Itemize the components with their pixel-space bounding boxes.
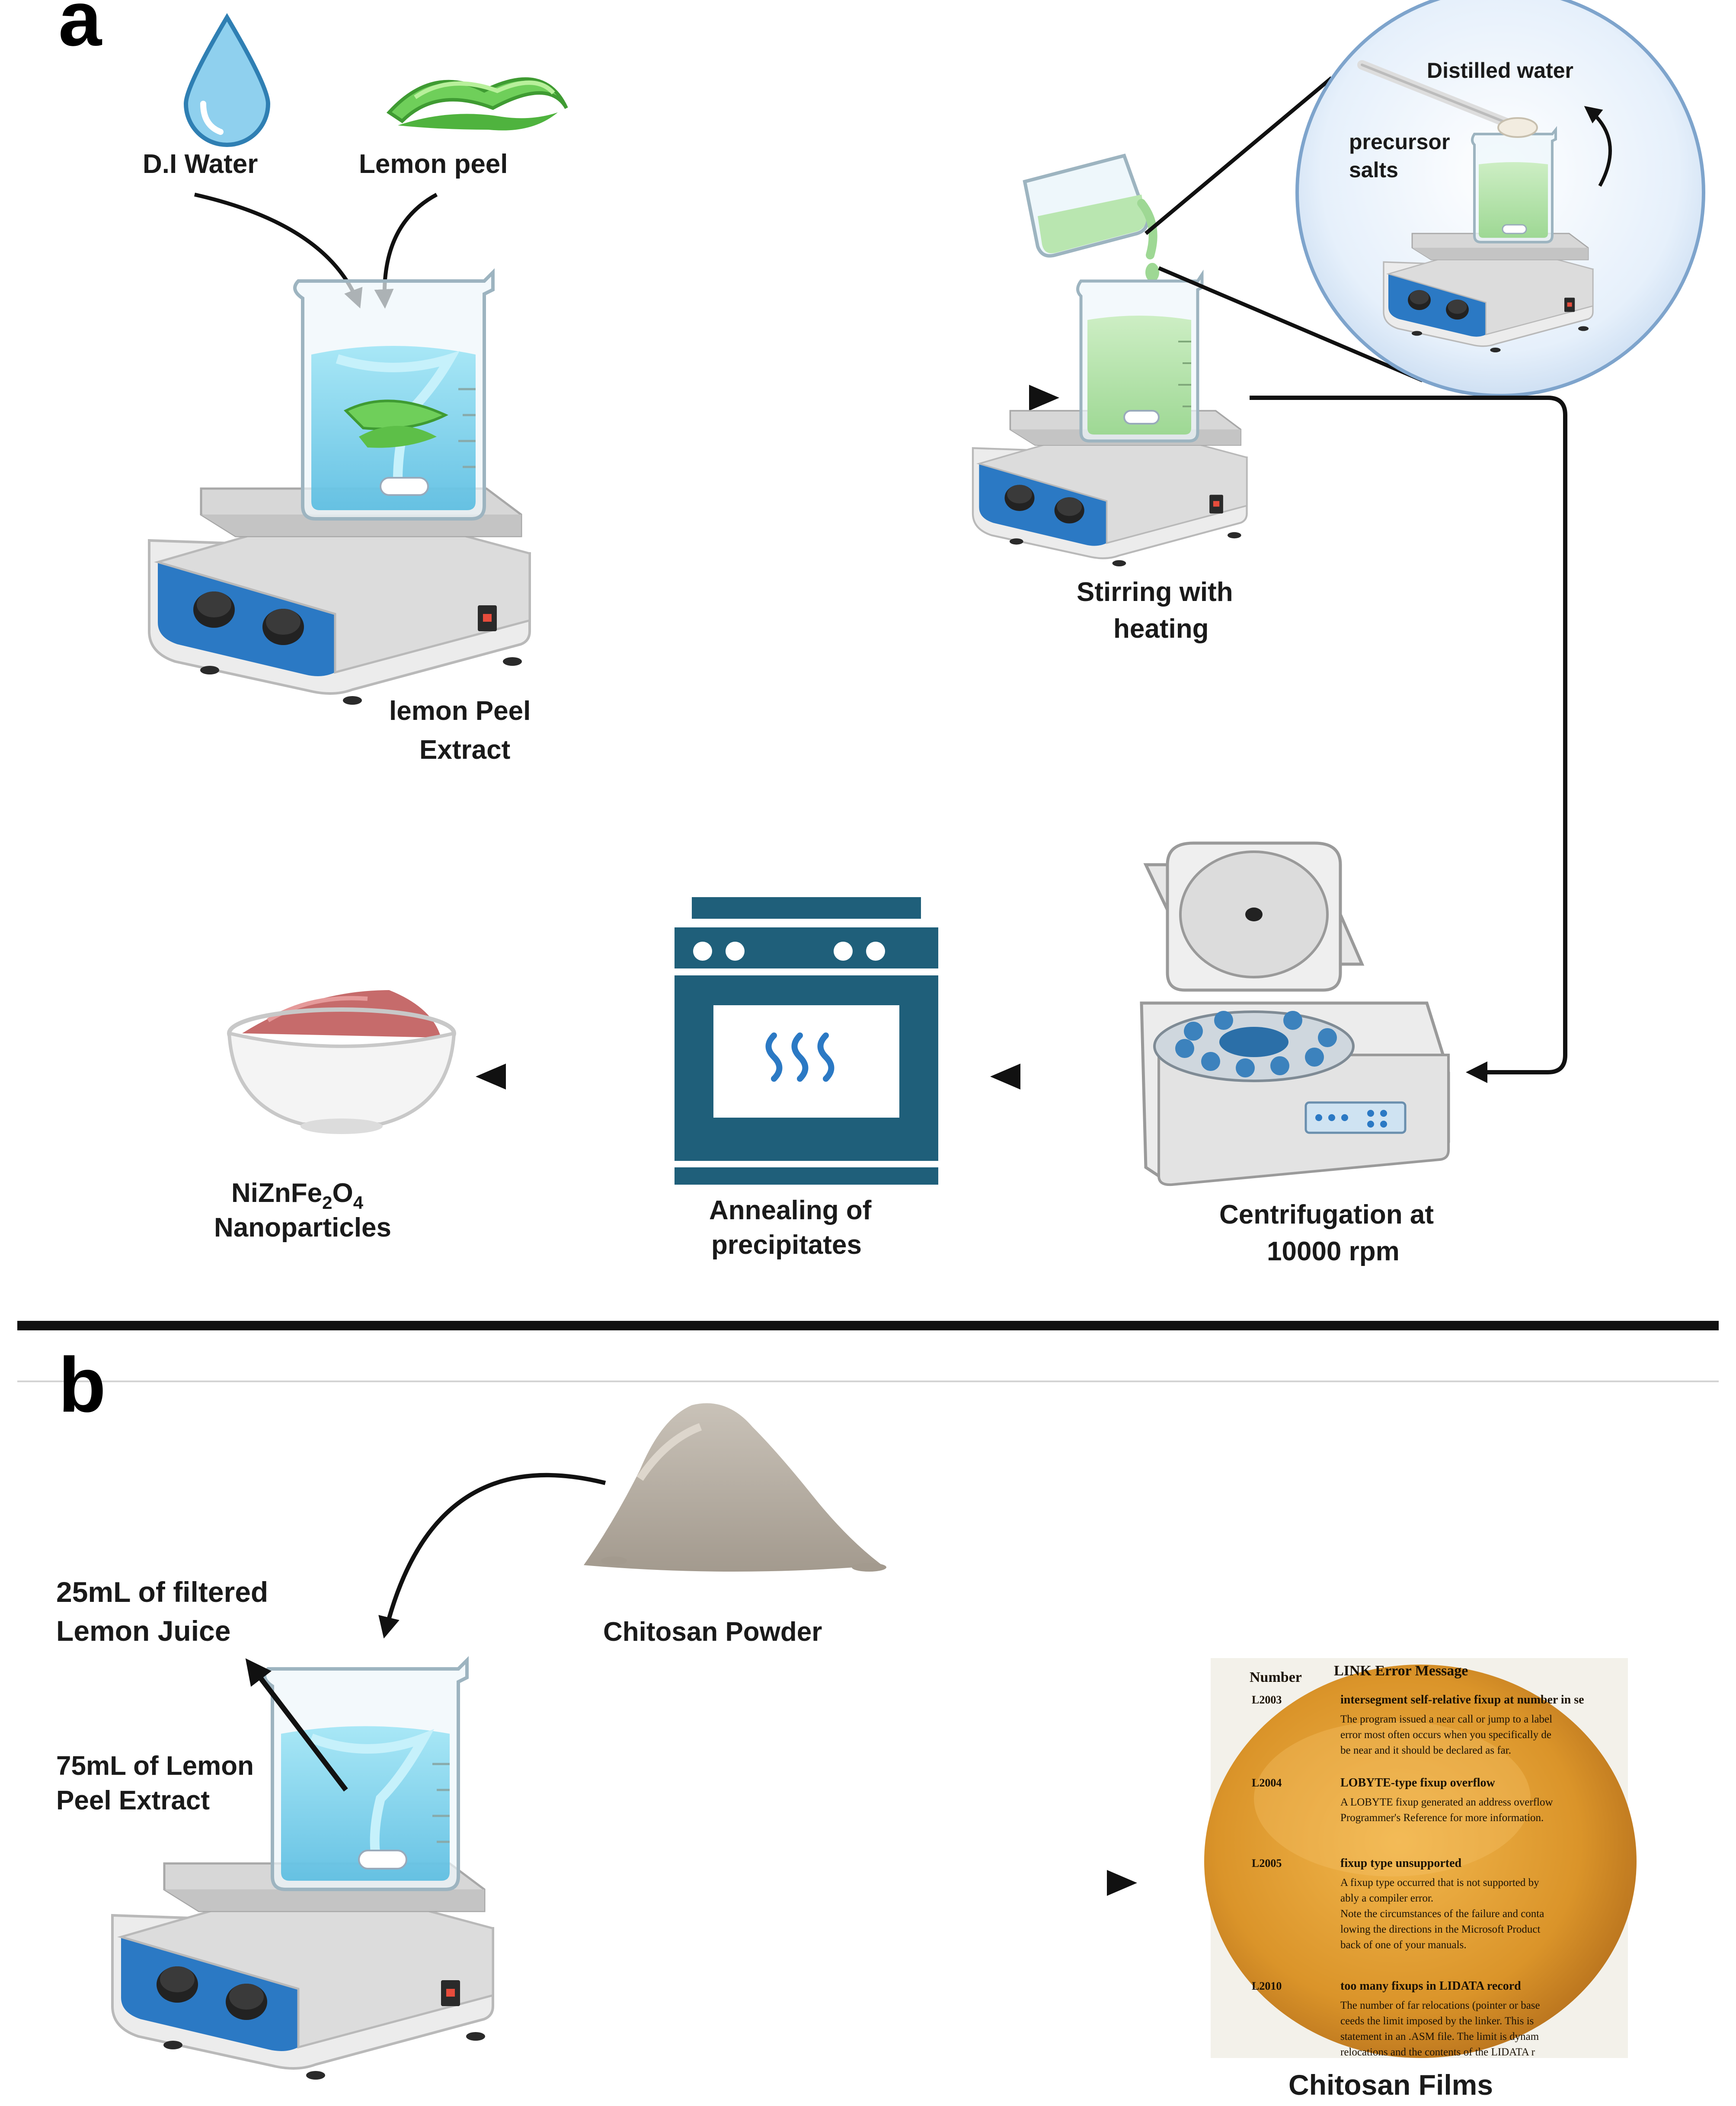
zoom-line-lower (1158, 266, 1423, 383)
photo-entry-line: be near and it should be declared as far… (1340, 1745, 1511, 1756)
extract-b-label-line1: 75mL of Lemon (56, 1751, 254, 1781)
photo-entry-line: relocations and the contents of the LIDA… (1340, 2046, 1535, 2058)
beaker-lemon-extract (293, 268, 495, 521)
photo-entry-line: The number of far relocations (pointer o… (1340, 2000, 1540, 2011)
panel-a-letter: a (58, 0, 102, 62)
oven-icon (675, 897, 938, 1185)
photo-entry-line: ceeds the limit imposed by the linker. T… (1340, 2015, 1534, 2027)
distilled-water-label: Distilled water (1427, 58, 1573, 83)
panel-b-letter: b (58, 1342, 106, 1429)
photo-entry-code: L2005 (1252, 1857, 1282, 1870)
precursor-label-line2: salts (1349, 158, 1398, 182)
photo-entry-line: A LOBYTE fixup generated an address over… (1340, 1796, 1553, 1808)
photo-entry-line: lowing the directions in the Microsoft P… (1340, 1924, 1540, 1935)
beaker-chitosan-mix (263, 1656, 469, 1891)
water-label: D.I Water (143, 149, 258, 179)
annealing-label-line2: precipitates (711, 1230, 862, 1260)
photo-header-title: LINK Error Message (1334, 1663, 1468, 1679)
photo-header-number: Number (1250, 1669, 1302, 1685)
photo-entry-title: intersegment self-relative fixup at numb… (1340, 1693, 1584, 1707)
hotplate-stirrer-1 (149, 489, 530, 705)
water-drop-icon (183, 13, 271, 147)
chitosan-powder-label: Chitosan Powder (603, 1617, 822, 1647)
photo-entry-line: A fixup type occurred that is not suppor… (1340, 1877, 1539, 1889)
arrow-to-juice-label (245, 1658, 348, 1792)
annealing-label-line1: Annealing of (709, 1195, 872, 1225)
photo-entry-line: back of one of your manuals. (1340, 1939, 1467, 1951)
photo-entry-line: Note the circumstances of the failure an… (1340, 1908, 1544, 1920)
photo-entry-line: Programmer's Reference for more informat… (1340, 1812, 1544, 1824)
photo-entry-title: too many fixups in LIDATA record (1340, 1979, 1521, 1993)
centrifuge-icon (1140, 841, 1450, 1186)
juice-label-line2: Lemon Juice (56, 1615, 230, 1647)
photo-entry-code: L2003 (1252, 1694, 1282, 1706)
photo-entry-line: ably a compiler error. (1340, 1892, 1433, 1904)
films-label: Chitosan Films (1288, 2069, 1493, 2101)
pouring-beaker-icon (1023, 153, 1159, 282)
photo-entry-title: fixup type unsupported (1340, 1857, 1462, 1870)
chitosan-powder-icon (584, 1403, 886, 1572)
lemon-peel-icon (386, 77, 568, 131)
nanoparticle-label-line2: Nanoparticles (214, 1213, 391, 1243)
hotplate-stirrer-3 (112, 1863, 493, 2080)
stirring-label-line2: heating (1113, 614, 1208, 644)
photo-entry-line: statement in an .ASM file. The limit is … (1340, 2031, 1539, 2042)
beaker-green-solution (1076, 269, 1204, 443)
extract-label-line1: lemon Peel (389, 696, 531, 726)
photo-entry-line: The program issued a near call or jump t… (1340, 1713, 1552, 1725)
extract-label-line2: Extract (419, 735, 510, 765)
zoom-line-upper (1145, 76, 1333, 235)
extract-b-label-line2: Peel Extract (56, 1786, 210, 1815)
nanoparticle-formula: NiZnFe2O4 (231, 1178, 364, 1213)
juice-label-line1: 25mL of filtered (56, 1576, 268, 1608)
photo-entry-code: L2010 (1252, 1980, 1282, 1992)
centrifuge-label-line2: 10000 rpm (1267, 1237, 1400, 1266)
arrow-powder-to-beaker (378, 1473, 606, 1639)
centrifuge-label-line1: Centrifugation at (1219, 1200, 1434, 1230)
precursor-label-line1: precursor (1349, 130, 1450, 154)
stirring-label-line1: Stirring with (1077, 577, 1233, 607)
lemon-peel-label: Lemon peel (359, 149, 508, 179)
nanoparticle-bowl-icon (227, 990, 456, 1134)
arrow-stirring-to-centrifuge (1250, 396, 1567, 1083)
photo-entry-title: LOBYTE-type fixup overflow (1340, 1776, 1496, 1790)
zoom-bubble (1295, 0, 1705, 397)
panel-separator (17, 1321, 1719, 1330)
photo-entry-line: error most often occurs when you specifi… (1340, 1729, 1551, 1741)
photo-entry-code: L2004 (1252, 1777, 1282, 1789)
